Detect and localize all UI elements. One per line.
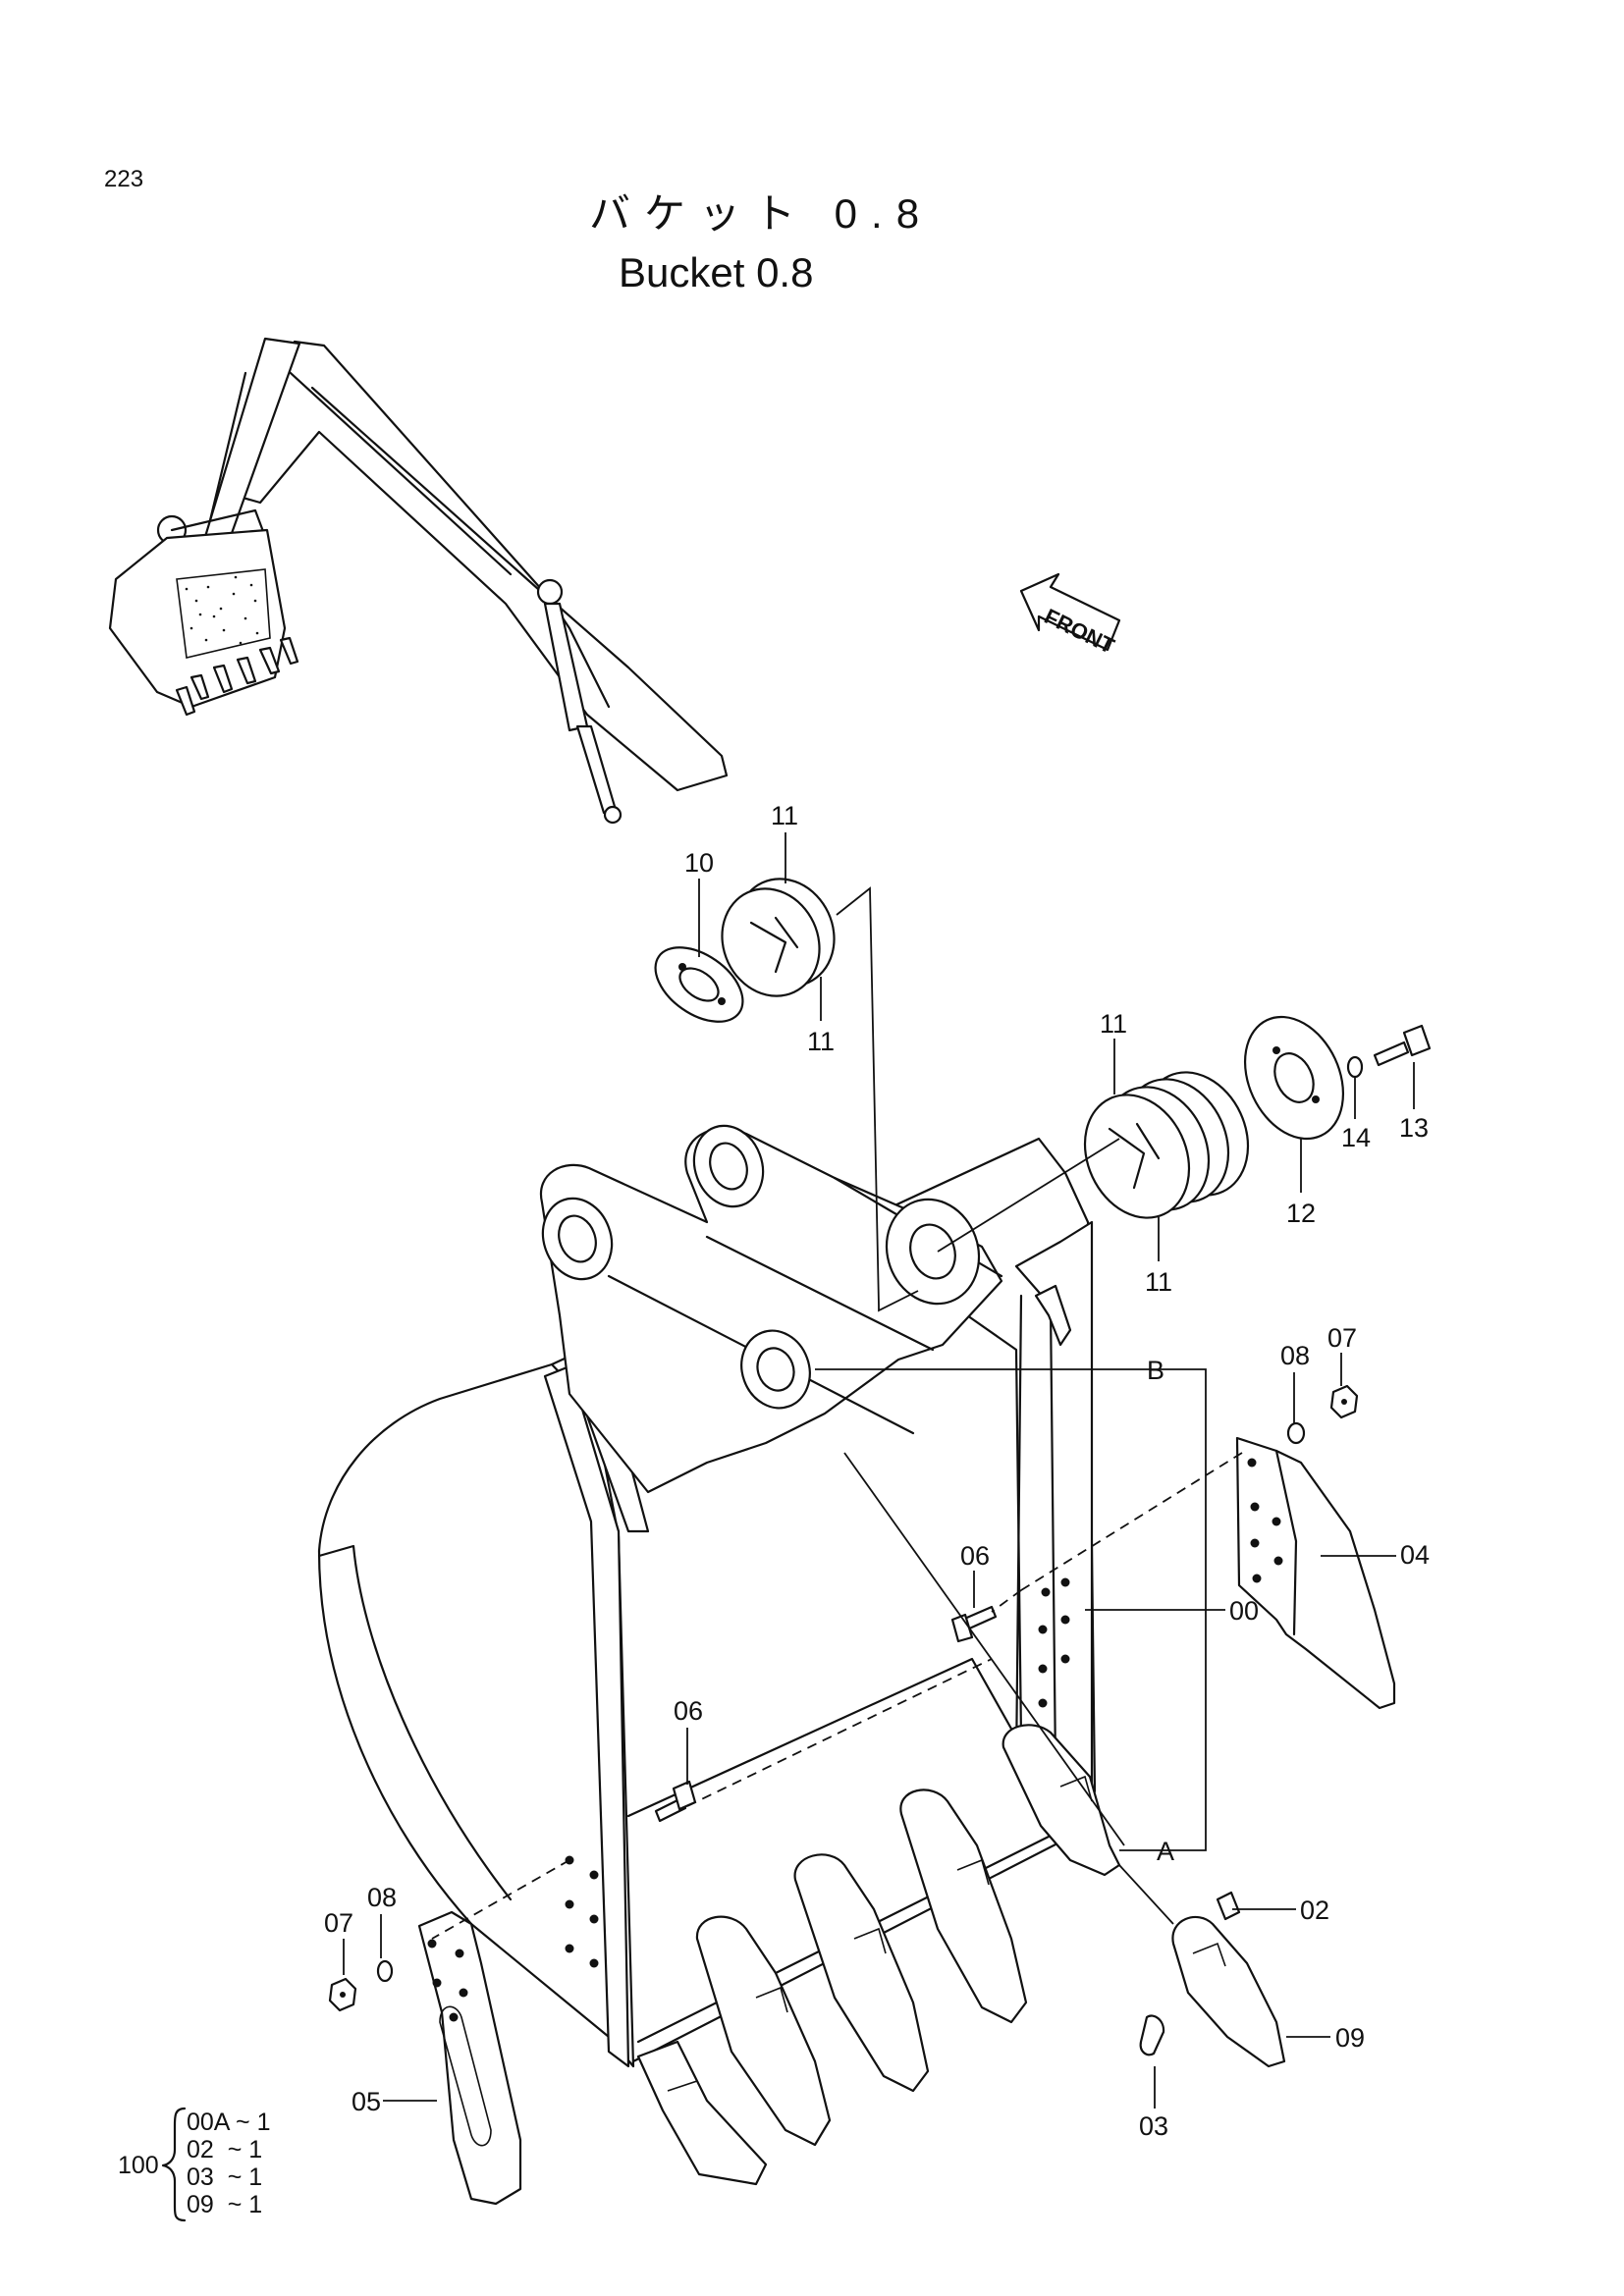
callout-12: 12: [1286, 1199, 1316, 1228]
washer-08-left: [376, 1959, 394, 1983]
assembly-set-line-3: 03 ~ 1: [187, 2163, 262, 2191]
front-direction-arrow: FRONT: [1019, 572, 1121, 659]
assembly-set-line-1: 00A ~ 1: [187, 2109, 271, 2136]
callout-14: 14: [1341, 1123, 1371, 1152]
callout-02: 02: [1300, 1896, 1329, 1925]
callout-05: 05: [352, 2087, 381, 2116]
tooth-09: [1171, 1915, 1286, 2068]
callout-leaders: [343, 832, 1415, 2109]
callout-11-top: 11: [771, 801, 798, 830]
assembly-set-legend: 100 00A ~ 1 02 ~ 1 03 ~ 1 09 ~ 1: [118, 2107, 271, 2222]
bolt-13: [1373, 1024, 1432, 1067]
pin-02: [1216, 1891, 1241, 1921]
callout-08-left: 08: [367, 1883, 397, 1912]
title-english: Bucket 0.8: [619, 249, 813, 295]
callout-03: 03: [1139, 2111, 1168, 2141]
excavator-arm-illustration: [108, 337, 729, 825]
title-japanese: バケット 0.8: [589, 190, 933, 237]
callout-08-right: 08: [1280, 1341, 1310, 1370]
bucket-body-00: [317, 1124, 1102, 2068]
callout-07-left: 07: [324, 1908, 353, 1938]
callout-13: 13: [1399, 1113, 1429, 1143]
nut-07-right: [1329, 1384, 1359, 1419]
callout-04: 04: [1400, 1540, 1430, 1570]
shim-stack-11-upper: [721, 878, 836, 997]
bucket-stipple: [185, 575, 259, 645]
callout-07-right: 07: [1327, 1323, 1357, 1353]
side-cutter-04: [1235, 1436, 1396, 1710]
assembly-lines: [383, 886, 1396, 2102]
callout-11-mid: 11: [807, 1027, 835, 1056]
callout-10: 10: [684, 848, 714, 878]
callout-09: 09: [1335, 2023, 1365, 2053]
washer-08-right: [1286, 1421, 1306, 1445]
assembly-set-line-4: 09 ~ 1: [187, 2191, 262, 2218]
side-cutter-05: [417, 1910, 522, 2206]
callout-06-left: 06: [674, 1696, 703, 1726]
callout-06-right: 06: [960, 1541, 990, 1571]
plate-12: [1243, 1015, 1345, 1141]
bolt-06-left: [654, 1780, 697, 1823]
plate-10: [654, 946, 744, 1023]
assembly-set-line-2: 02 ~ 1: [187, 2136, 262, 2163]
page-number: 223: [104, 166, 143, 192]
callout-b: B: [1147, 1356, 1164, 1385]
shim-stack-11-right: [1083, 1071, 1250, 1219]
callout-11-right-top: 11: [1100, 1009, 1127, 1039]
washer-14: [1346, 1055, 1364, 1079]
callout-11-right-bottom: 11: [1145, 1267, 1172, 1297]
bucket-teeth: [636, 1724, 1121, 2186]
assembly-set-number: 100: [118, 2152, 159, 2179]
nut-07-left: [328, 1977, 357, 2012]
lock-03: [1139, 2014, 1165, 2056]
callout-a: A: [1157, 1837, 1174, 1866]
callout-00: 00: [1229, 1596, 1259, 1626]
